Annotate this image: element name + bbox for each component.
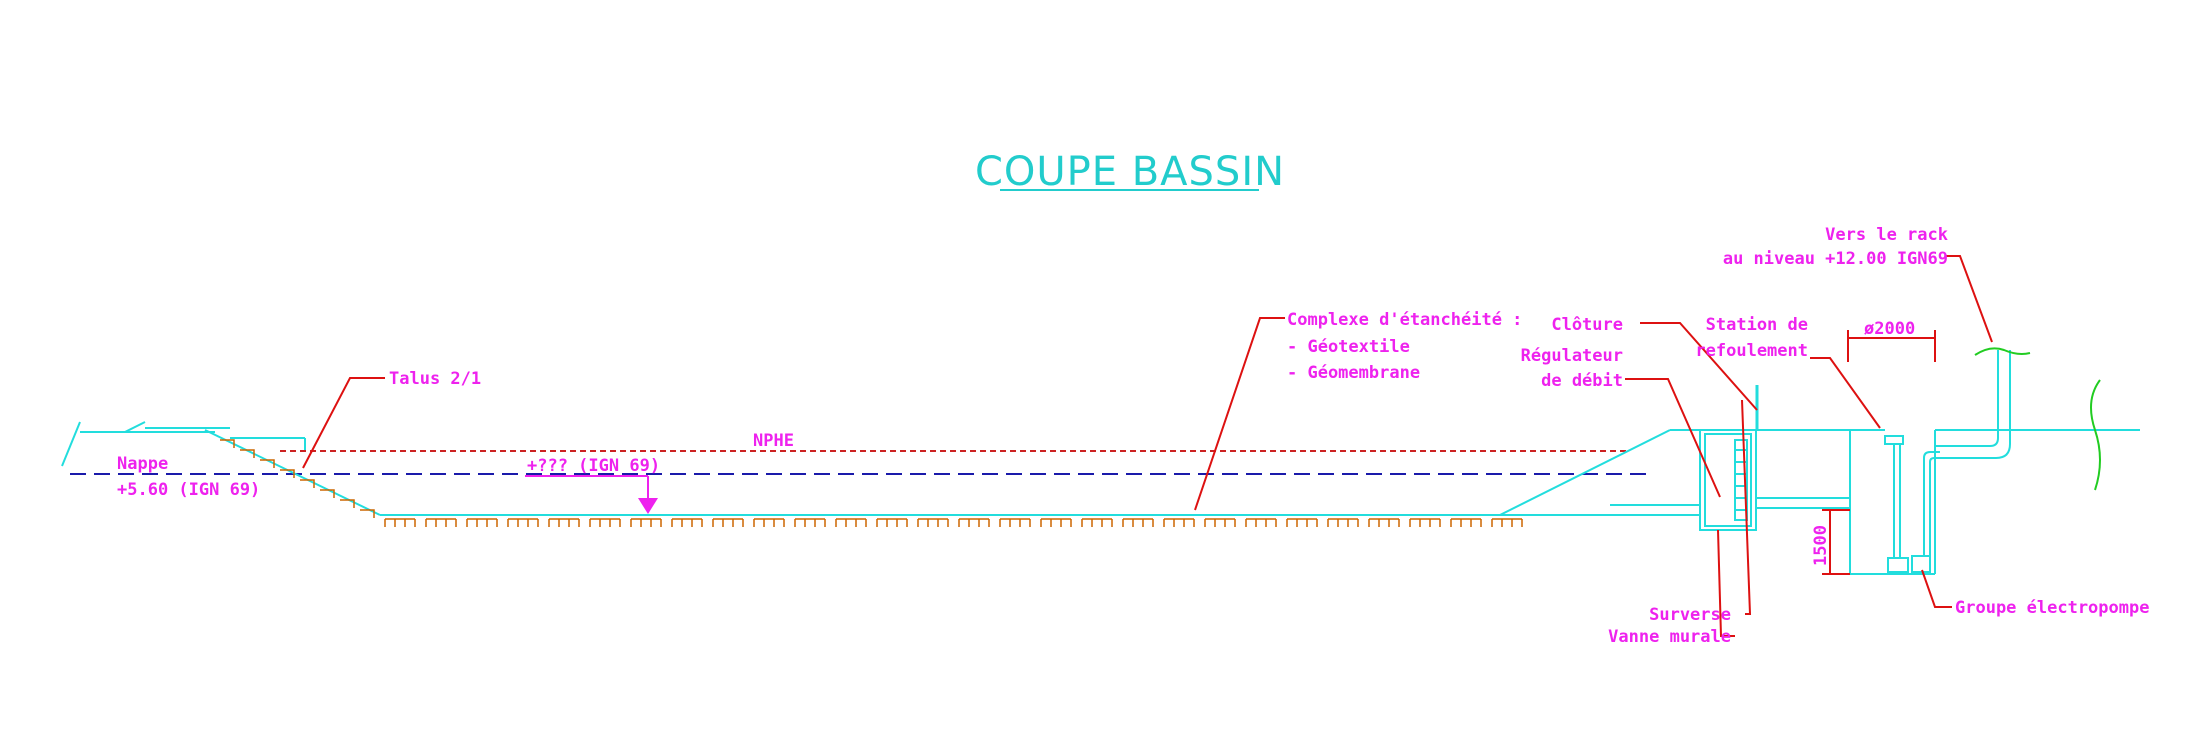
pumping-station (1849, 350, 2140, 575)
vanne-label: Vanne murale (1608, 627, 1731, 647)
soil-hatch-mark (360, 509, 375, 518)
soil-hatch-mark (220, 439, 235, 448)
soil-hatch-mark (300, 479, 315, 488)
diameter-dimension (1847, 330, 1936, 362)
complexe-title-label: Complexe d'étanchéité : (1287, 310, 1522, 330)
station-label-line2: refoulement (1695, 341, 1808, 361)
soil-hatch-mark (260, 459, 275, 468)
nphe-label: NPHE (753, 431, 794, 451)
surverse-label: Surverse (1649, 605, 1731, 625)
complexe-item1-label: - Géotextile (1287, 337, 1410, 357)
soil-hatch-mark (240, 449, 255, 458)
drawing-title: COUPE BASSIN (975, 149, 1285, 195)
groupe-label: Groupe électropompe (1955, 598, 2149, 618)
leader-lines (302, 255, 1993, 637)
basin-outline (61, 421, 1700, 516)
soil-hatch-mark (340, 499, 355, 508)
soil-hatching (220, 439, 1523, 527)
regulator-chamber (1610, 429, 1851, 531)
cloture-label: Clôture (1551, 315, 1623, 335)
station-label-line1: Station de (1706, 315, 1808, 335)
soil-hatch-mark (320, 489, 335, 498)
rack-label-line2: au niveau +12.00 IGN69 (1723, 249, 1948, 269)
rack-label-line1: Vers le rack (1825, 225, 1948, 245)
soil-hatch-mark (280, 469, 295, 478)
bottom-level-marker (525, 475, 658, 514)
nappe-level-label: +5.60 (IGN 69) (117, 480, 260, 500)
depth-label: 1500 (1811, 525, 1831, 566)
regulateur-label-line1: Régulateur (1521, 346, 1623, 366)
talus-label: Talus 2/1 (389, 369, 481, 389)
complexe-item2-label: - Géomembrane (1287, 363, 1420, 383)
diameter-label: ø2000 (1864, 319, 1915, 339)
bottom-level-label: +??? (IGN 69) (527, 456, 660, 476)
regulateur-label-line2: de débit (1541, 371, 1623, 391)
nappe-label: Nappe (117, 454, 168, 474)
depth-dimension (1822, 509, 1850, 575)
break-lines (1974, 347, 2101, 491)
